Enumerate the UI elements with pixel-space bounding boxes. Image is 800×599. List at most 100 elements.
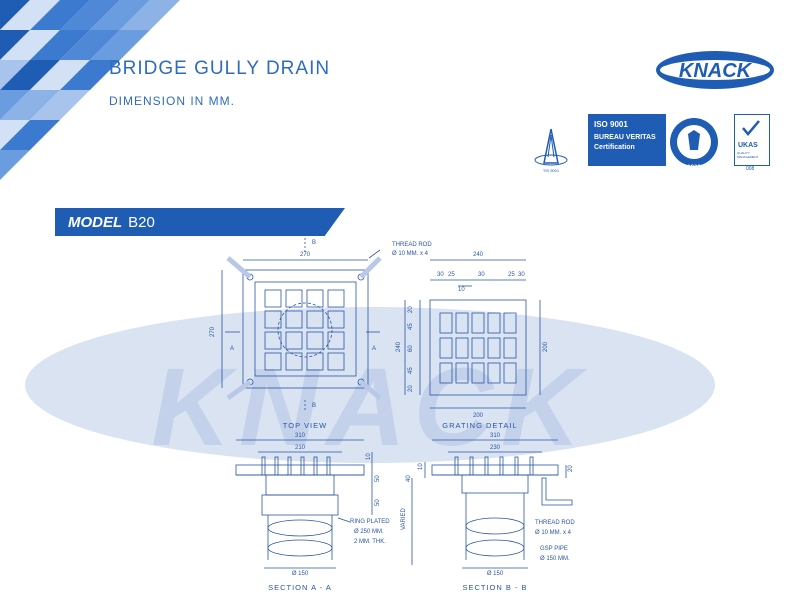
sb-thread-rod-size: Ø 10 MM. x 4 — [535, 530, 572, 536]
triangle-tile — [90, 60, 120, 90]
model-code: B20 — [128, 214, 155, 231]
sb-inner: 230 — [490, 445, 501, 451]
section-aa-label: SECTION A - A — [268, 583, 332, 592]
grating-slot — [503, 362, 517, 384]
knack-logo-text: KNACK — [679, 60, 753, 82]
gd-bottom: 200 — [473, 413, 484, 419]
grating-detail-label: GRATING DETAIL — [442, 421, 517, 430]
grating-slot — [455, 362, 469, 384]
triangle-tile — [0, 150, 30, 180]
grating-slot — [439, 337, 453, 359]
section-bb-label: SECTION B - B — [462, 583, 527, 592]
sb-left-1: 10 — [418, 463, 424, 470]
sa-pipe: Ø 150 — [292, 571, 309, 577]
gd-left-3: 60 — [408, 345, 414, 352]
page-subtitle: DIMENSION IN MM. — [109, 94, 235, 108]
triangle-tile — [120, 0, 150, 30]
sb-left-2: 40 — [406, 475, 412, 482]
tis-label: TIS 9001 — [543, 168, 560, 173]
sa-ring-note-1: RING PLATED — [350, 519, 390, 525]
gd-left-4: 45 — [408, 367, 414, 374]
triangle-tile — [90, 0, 120, 30]
grating-slot — [487, 312, 501, 334]
bureau-label: BUREAU VERITAS — [594, 134, 656, 141]
certification-block: ISO 9001 BUREAU VERITAS Certification 18… — [588, 112, 770, 174]
gd-top-2: 25 — [448, 272, 455, 278]
triangle-tile — [120, 30, 150, 60]
triangle-tile — [60, 60, 90, 90]
seal-year: 1828 — [687, 165, 701, 171]
grating-slot — [264, 310, 282, 329]
gd-top-5: 30 — [518, 272, 525, 278]
grating-bar — [529, 456, 534, 476]
model-banner — [55, 208, 345, 236]
grating-slot — [327, 310, 345, 329]
triangle-tile — [0, 0, 30, 30]
gd-top-1: 30 — [437, 272, 444, 278]
triangle-pattern — [0, 0, 180, 180]
triangle-tile — [30, 60, 60, 90]
triangle-tile — [60, 90, 90, 120]
gd-left-1: 20 — [408, 306, 414, 313]
grating-slot — [439, 362, 453, 384]
triangle-tile — [60, 0, 90, 30]
ukas-sub: QUALITY MANAGEMENT — [737, 151, 759, 159]
triangle-tile — [0, 30, 30, 60]
gd-overall: 240 — [473, 252, 484, 258]
cert-label: Certification — [594, 144, 635, 151]
grating-slot — [306, 352, 324, 371]
sa-right-3: 50 — [375, 499, 381, 506]
grating-slot — [327, 352, 345, 371]
grating-slot — [285, 352, 303, 371]
grating-bar — [261, 456, 266, 476]
grating-slot — [306, 289, 324, 308]
gd-left-total: 240 — [396, 341, 402, 352]
tv-thread-rod: THREAD ROD — [392, 242, 432, 248]
sb-outer: 310 — [490, 433, 501, 439]
grating-slot — [306, 310, 324, 329]
triangle-tile — [30, 120, 60, 150]
sb-thread-rod: THREAD ROD — [535, 520, 575, 526]
sa-outer: 310 — [295, 433, 306, 439]
triangle-tile — [30, 0, 60, 30]
triangle-tile — [0, 90, 30, 120]
ukas-num: 008 — [746, 166, 755, 172]
knack-logo: KNACK — [656, 51, 774, 89]
model-label: MODEL B20 — [68, 214, 155, 231]
triangle-tile — [30, 90, 60, 120]
grating-bar — [454, 456, 459, 476]
grating-slot — [471, 362, 485, 384]
triangle-tile — [150, 0, 180, 30]
gd-right: 200 — [543, 341, 549, 352]
sb-varied: VARIED — [401, 507, 407, 530]
grating-slot — [285, 289, 303, 308]
top-view-label: TOP VIEW — [283, 421, 327, 430]
grating-slot — [264, 331, 282, 350]
grating-slot — [471, 312, 485, 334]
grating-slot — [471, 337, 485, 359]
tv-section-mark-top: B — [312, 240, 316, 246]
grating-slot — [487, 362, 501, 384]
tis-emblem-icon: TIS 9001 — [534, 128, 568, 173]
triangle-tile — [0, 120, 30, 150]
gd-left-5: 20 — [408, 385, 414, 392]
triangle-tile — [60, 30, 90, 60]
grating-slot — [306, 331, 324, 350]
crown-tick-icon — [742, 120, 760, 136]
grating-slot — [264, 289, 282, 308]
model-prefix: MODEL — [68, 214, 123, 231]
ukas-label: UKAS — [738, 142, 758, 149]
bureau-veritas-seal-icon: 1828 — [670, 118, 718, 171]
triangle-tile — [30, 30, 60, 60]
iso-label: ISO 9001 — [594, 120, 628, 129]
tv-section-mark-left: A — [230, 346, 234, 352]
sb-gsp-size: Ø 150 MM. — [540, 556, 570, 562]
grating-slot — [439, 312, 453, 334]
grating-slot — [503, 337, 517, 359]
sa-ring-note-3: 2 MM. THK. — [354, 539, 386, 545]
gd-top-4: 25 — [508, 272, 515, 278]
triangle-tile — [90, 30, 120, 60]
gd-top-3: 30 — [478, 272, 485, 278]
watermark-ellipse — [25, 307, 715, 463]
